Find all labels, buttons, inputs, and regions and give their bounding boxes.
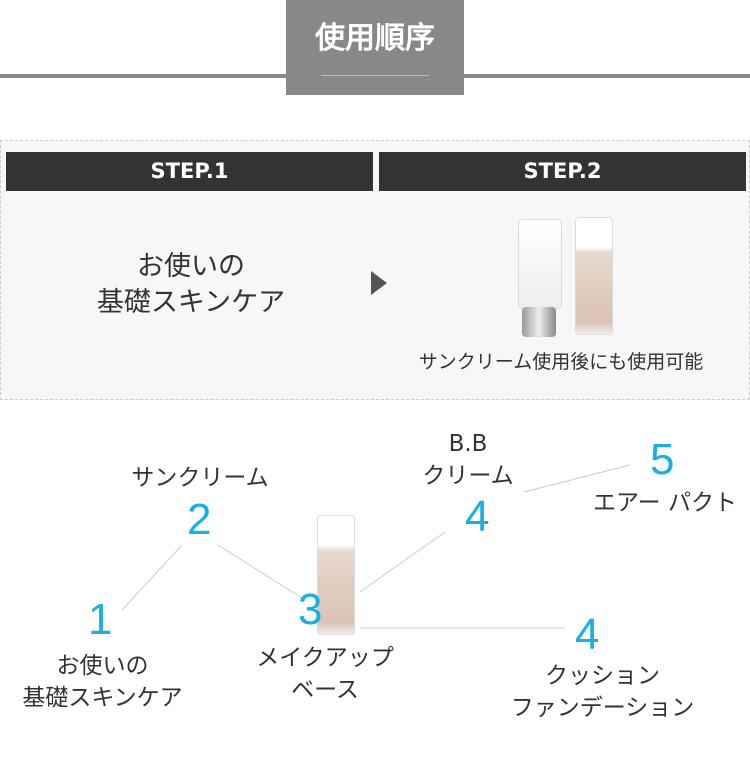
makeup-base-product-image (317, 515, 355, 635)
order-number: 2 (187, 495, 212, 544)
section-title: 使用順序 (286, 0, 464, 95)
order-number: 4 (465, 492, 490, 541)
order-number: 1 (88, 595, 113, 644)
order-label: エアー パクト (593, 490, 737, 516)
order-number: 5 (650, 435, 675, 484)
order-label: クッションファンデーション (510, 663, 695, 721)
step2-header: STEP.2 (379, 152, 746, 191)
order-label: メイクアップベース (256, 645, 394, 703)
sunscreen-tube-image (518, 219, 562, 309)
order-number: 4 (575, 610, 600, 659)
step1-text: お使いの基礎スキンケア (96, 251, 286, 318)
order-label: サンクリーム (131, 465, 269, 491)
order-label: お使いの基礎スキンケア (22, 653, 183, 711)
arrow-right-icon (371, 271, 387, 295)
step2-caption: サンクリーム使用後にも使用可能 (418, 351, 704, 373)
step1-header: STEP.1 (6, 152, 373, 191)
sunscreen-cap-image (522, 307, 556, 337)
steps-panel: STEP.1 STEP.2 お使いの基礎スキンケア サンクリーム使用後にも使用可… (0, 140, 750, 400)
makeup-base-bottle-image (575, 217, 613, 335)
order-number: 3 (298, 585, 323, 634)
